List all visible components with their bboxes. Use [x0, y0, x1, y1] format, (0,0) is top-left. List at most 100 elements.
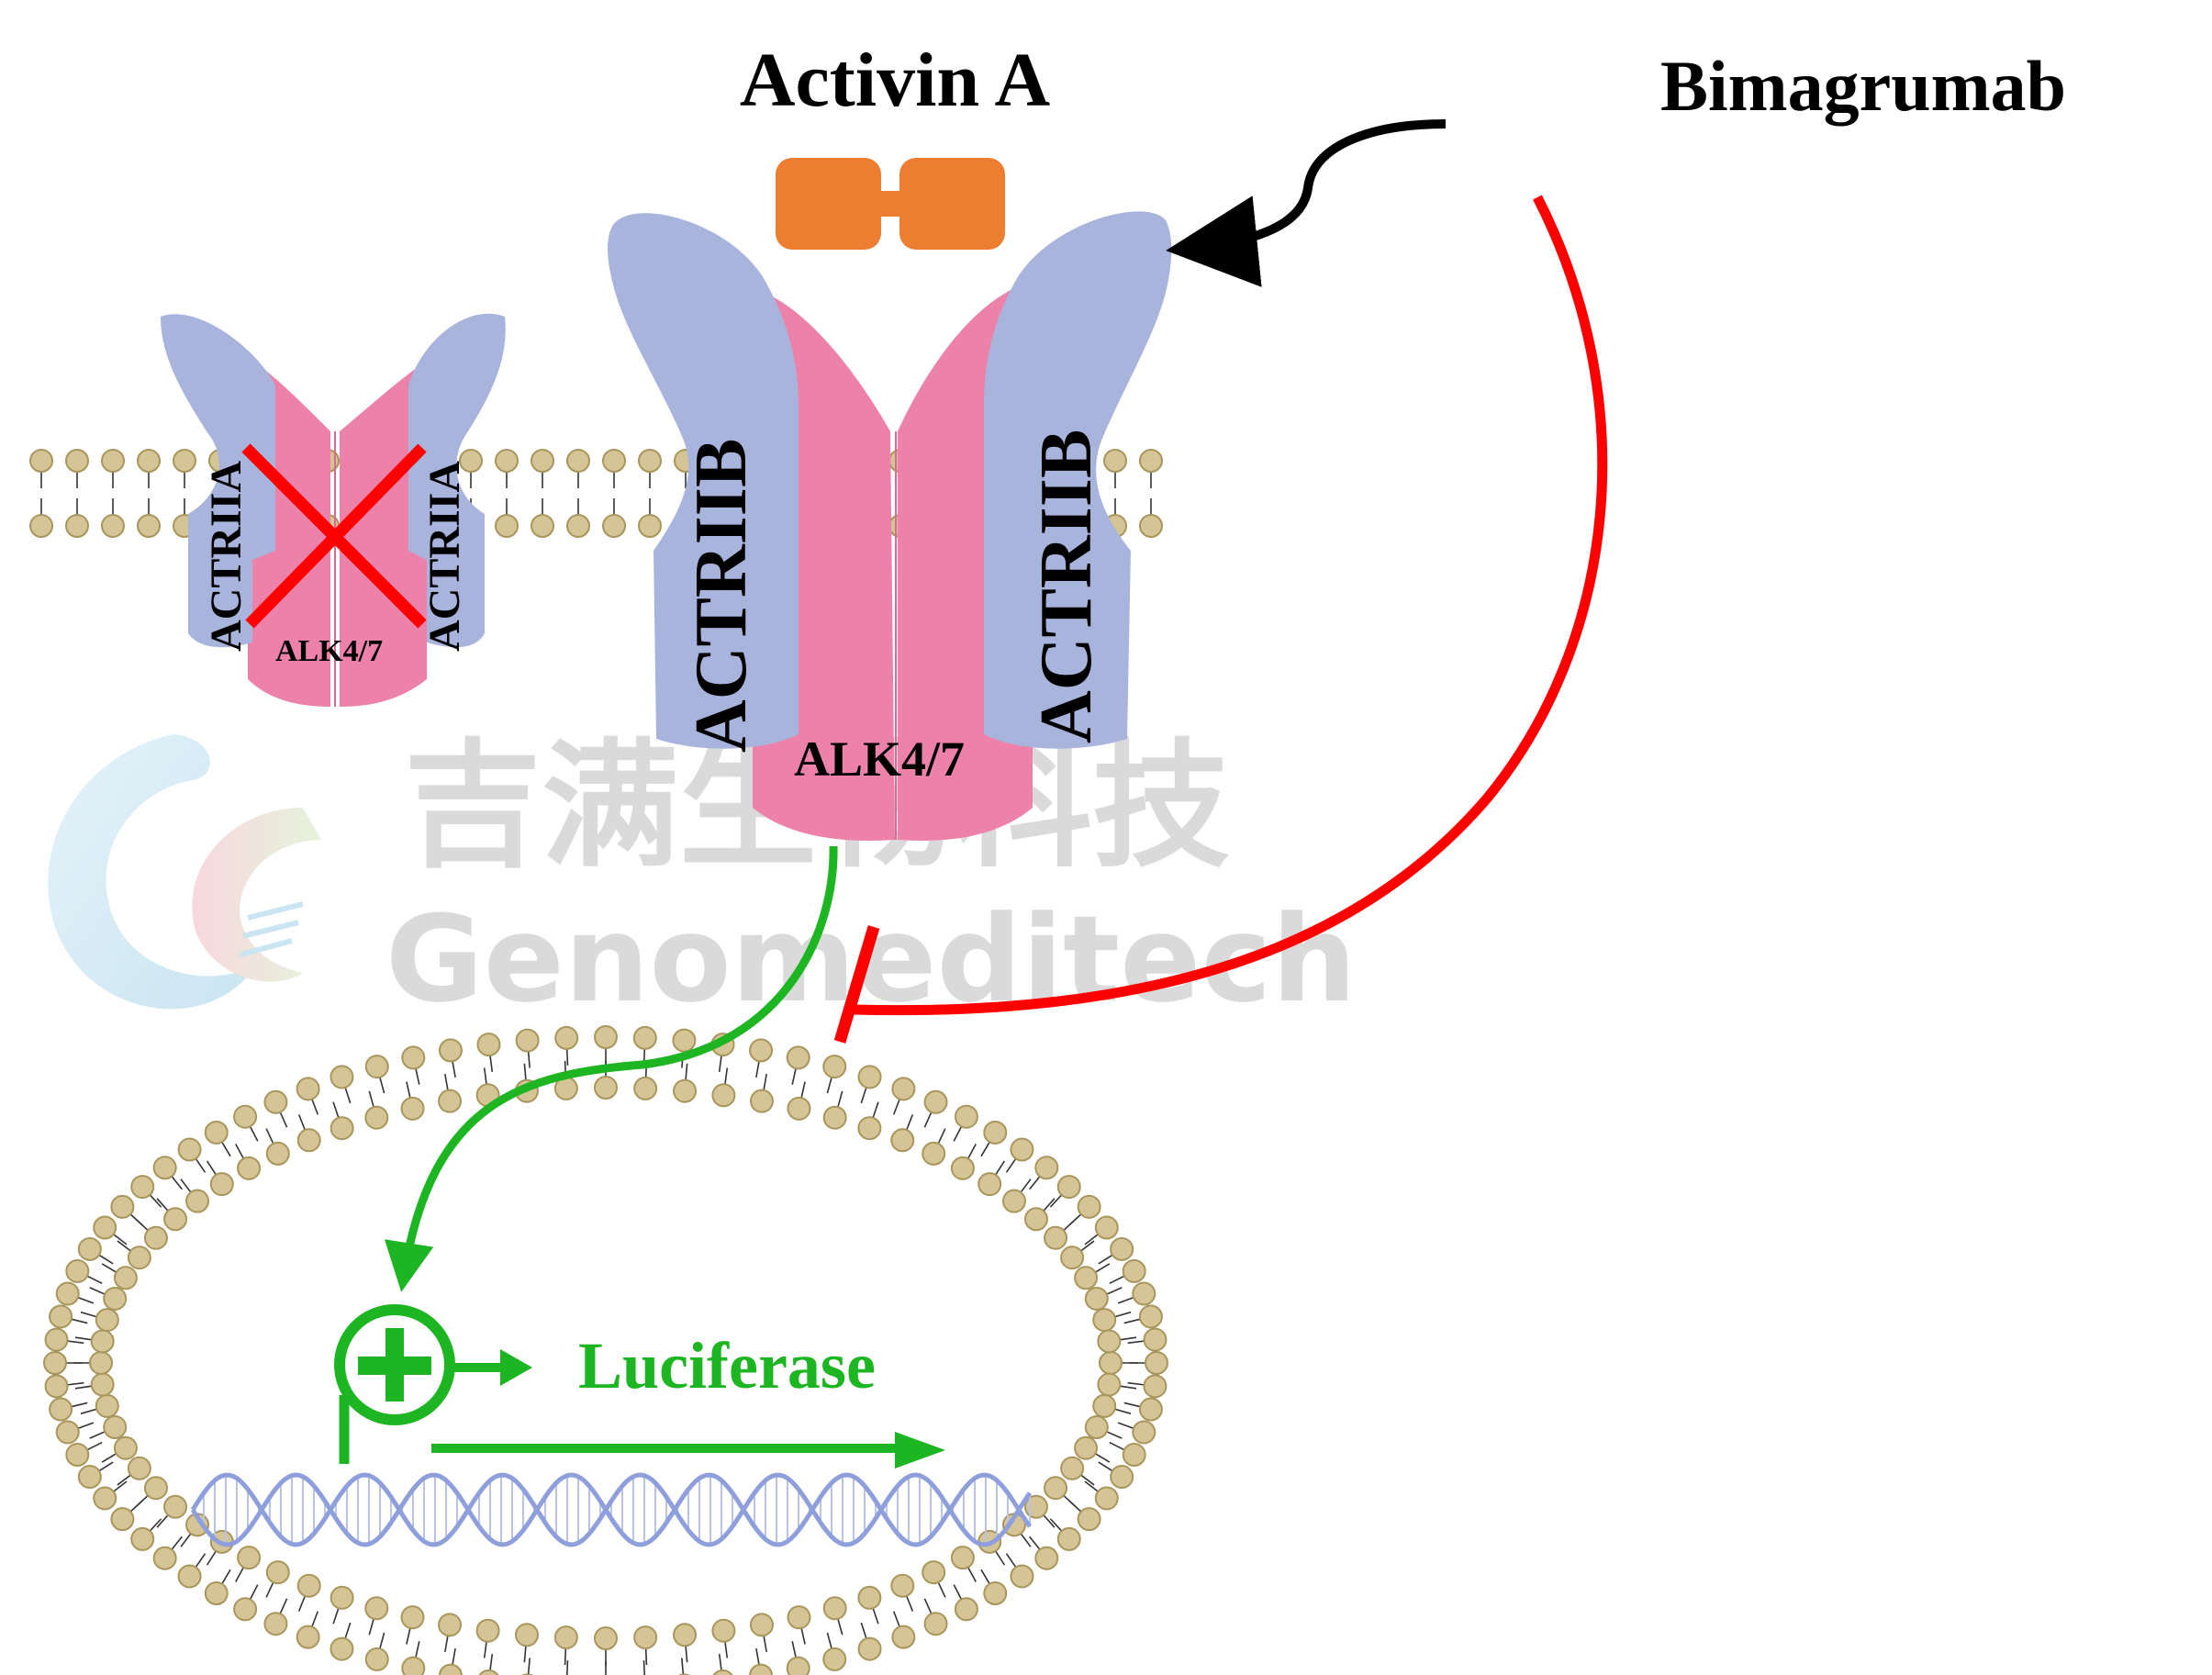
lipid-head: [29, 449, 53, 473]
lipid-head: [1143, 1374, 1167, 1399]
lipid-head: [296, 1077, 320, 1101]
lipid-head: [101, 449, 125, 473]
lipid-head: [1110, 1236, 1134, 1261]
lipid-head: [638, 449, 662, 473]
lipid-head: [1074, 1266, 1099, 1290]
lipid-head: [330, 1065, 354, 1089]
lipid-head: [566, 449, 590, 473]
lipid-head: [401, 1656, 426, 1675]
alk4-7-large-label: ALK4/7: [794, 731, 965, 787]
lipid-head: [93, 1215, 117, 1240]
lipid-head: [857, 1585, 882, 1610]
lipid-head: [594, 1025, 618, 1049]
lipid-head: [1122, 1258, 1146, 1283]
lipid-head: [459, 449, 483, 473]
lipid-head: [55, 1281, 80, 1306]
lipid-head: [233, 1104, 258, 1129]
lipid-head: [1034, 1156, 1059, 1180]
lipid-head: [93, 1486, 117, 1511]
lipid-head: [185, 1189, 210, 1213]
lipid-head: [672, 1028, 697, 1053]
lipid-head: [401, 1045, 426, 1070]
lipid-head: [89, 1351, 113, 1375]
lipid-head: [922, 1560, 946, 1585]
lipid-head: [130, 1175, 155, 1200]
dna-strand: [190, 1472, 1033, 1547]
lipid-head: [1139, 514, 1163, 538]
luciferase-label: Luciferase: [578, 1329, 876, 1402]
lipid-head: [130, 1526, 155, 1551]
lipid-head: [554, 1025, 579, 1050]
lipid-head: [711, 1083, 736, 1108]
lipid-head: [1074, 1435, 1099, 1460]
activin-a-label: Activin A: [740, 38, 1051, 123]
lipid-head: [1132, 1420, 1156, 1445]
lipid-head: [65, 1258, 90, 1283]
lipid-head: [475, 1618, 500, 1643]
lipid-head: [152, 1156, 177, 1180]
lipid-head: [1103, 449, 1127, 473]
lipid-head: [101, 514, 125, 538]
bimagrumab-label: Bimagrumab: [1660, 46, 2066, 126]
lipid-head: [400, 1605, 425, 1630]
lipid-head: [495, 449, 519, 473]
lipid-head: [137, 514, 161, 538]
watermark-logo: [48, 734, 257, 1010]
actriib-right-label: ACTRIIB: [1026, 430, 1107, 743]
lipid-head: [163, 1207, 188, 1232]
promoter-activation-icon: [334, 1304, 532, 1464]
lipid-head: [95, 1308, 119, 1333]
lipid-head: [77, 1465, 102, 1490]
lipid-head: [786, 1656, 810, 1675]
lipid-head: [531, 449, 554, 473]
lipid-head: [143, 1225, 168, 1250]
lipid-head: [1097, 1372, 1122, 1397]
lipid-head: [1138, 1397, 1163, 1422]
lipid-head: [265, 1141, 290, 1166]
lipid-head: [438, 1613, 463, 1637]
lipid-head: [1110, 1465, 1134, 1490]
lipid-head: [749, 1613, 774, 1637]
lipid-head: [495, 514, 519, 538]
dna-strand: [190, 1472, 1033, 1547]
lipid-head: [44, 1374, 69, 1399]
lipid-head: [978, 1172, 1002, 1197]
lipid-head: [786, 1045, 810, 1070]
lipid-head: [364, 1596, 389, 1621]
lipid-head: [1139, 449, 1163, 473]
lipid-head: [113, 1266, 138, 1290]
lipid-head: [476, 1033, 501, 1057]
lipid-head: [1092, 1393, 1117, 1418]
lipid-head: [891, 1077, 916, 1101]
lipid-head: [602, 449, 626, 473]
lipid-head: [44, 1327, 69, 1352]
lipid-head: [1099, 1351, 1123, 1375]
lipid-head: [711, 1618, 736, 1643]
actriia-left: [161, 314, 275, 648]
lipid-head: [1077, 1507, 1101, 1532]
lipid-head: [1145, 1351, 1168, 1375]
lipid-head: [237, 1546, 262, 1570]
lipid-head: [531, 514, 554, 538]
lipid-head: [127, 1456, 151, 1480]
lipid-head: [1056, 1175, 1081, 1200]
transcription-arrow: [431, 1432, 945, 1468]
lipid-head: [90, 1329, 115, 1354]
lipid-head: [296, 1625, 320, 1649]
lipid-head: [1044, 1225, 1068, 1250]
lipid-head: [1084, 1415, 1109, 1440]
lipid-head: [110, 1194, 135, 1219]
inhibition-arc: [853, 195, 1608, 1016]
lipid-head: [923, 1089, 948, 1114]
actriia-left-label: ACTRIIA: [202, 461, 251, 652]
lipid-head: [237, 1156, 262, 1180]
lipid-head: [890, 1128, 915, 1153]
lipid-head: [553, 1625, 578, 1650]
lipid-head: [110, 1507, 135, 1532]
lipid-head: [77, 1236, 102, 1261]
lipid-head: [514, 1623, 539, 1647]
actriia-receptor-complex: ACTRIIA ACTRIIA ALK4/7: [161, 313, 506, 707]
lipid-head: [712, 1669, 733, 1675]
lipid-head: [1094, 1215, 1119, 1240]
lipid-head: [163, 1494, 188, 1519]
